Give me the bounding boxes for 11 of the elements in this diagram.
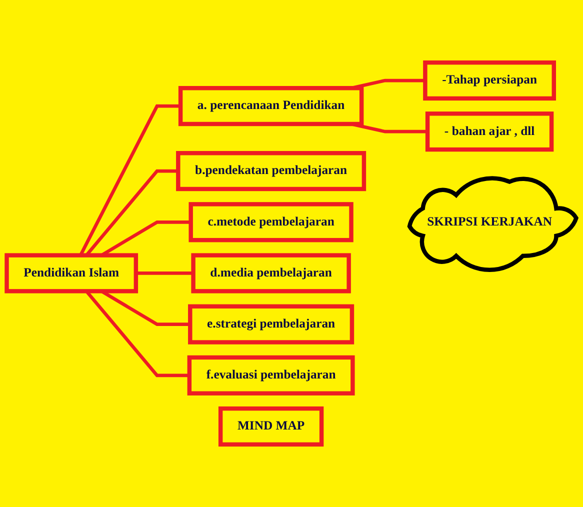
node-box: b.pendekatan pembelajaran (176, 151, 366, 192)
node-box: a. perencanaan Pendidikan (178, 86, 364, 126)
node-box: MIND MAP (218, 406, 324, 447)
node-box: d.media pembelajaran (191, 253, 351, 294)
node-box: -Tahap persiapan (423, 60, 556, 101)
node-box: Pendidikan Islam (4, 253, 138, 294)
node-box: f.evaluasi pembelajaran (187, 355, 355, 396)
node-box: e.strategi pembelajaran (188, 304, 354, 344)
node-box: - bahan ajar , dll (425, 112, 554, 152)
node-box: c.metode pembelajaran (188, 202, 354, 242)
connector (136, 272, 194, 275)
